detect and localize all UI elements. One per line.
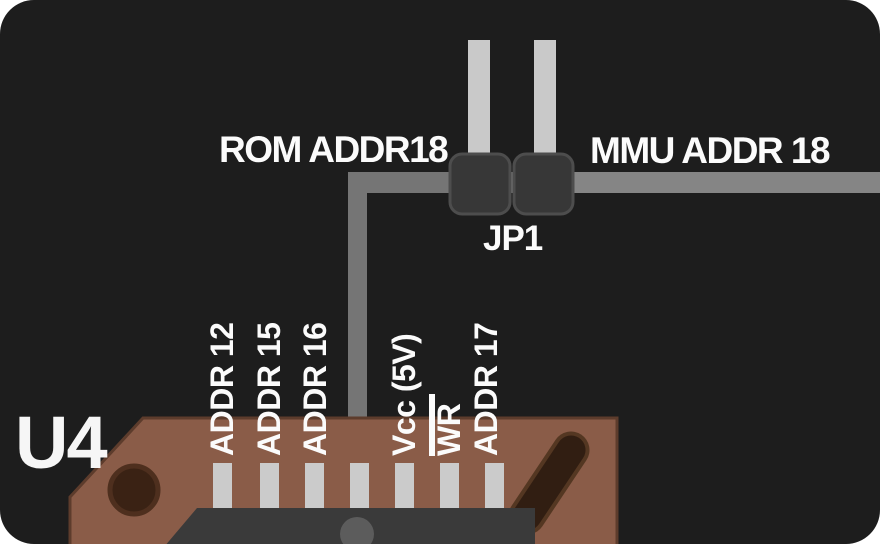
pin-label-addr-15: ADDR 15 [251,322,287,456]
pin-label-vcc-5v: Vcc (5V) [386,333,422,456]
jumper-block-left [448,152,512,216]
chip-pin-addr15 [260,463,279,509]
jumper-block-right [512,152,575,216]
chip-pin-addr17 [485,463,504,509]
chip-pin1-dot [340,517,374,544]
solder-slot [512,435,586,531]
pin-label-addr-17: ADDR 17 [468,322,504,456]
jumper-pin-right [534,40,556,160]
chip-pin-wr [440,463,459,509]
mounting-hole [107,463,161,517]
chip-pin-addr16 [305,463,324,509]
chip-u4-label: U4 [15,401,108,484]
rom-addr18-label: ROM ADDR18 [219,129,449,170]
chip-pin-addr18 [350,463,369,509]
jumper-pin-left [468,40,490,160]
pin-label-wr-active-low: WR [429,394,467,456]
chip-pin-addr12 [213,463,232,509]
pin-label-addr-16: ADDR 16 [297,322,333,456]
mmu-addr18-trace [558,172,880,193]
jumper-jp1-label: JP1 [483,219,543,258]
mmu-addr18-label: MMU ADDR 18 [590,130,831,171]
chip-pin-vcc [395,463,414,509]
pin-label-addr-12: ADDR 12 [204,322,240,456]
rom-addr18-trace-vertical [348,172,367,422]
